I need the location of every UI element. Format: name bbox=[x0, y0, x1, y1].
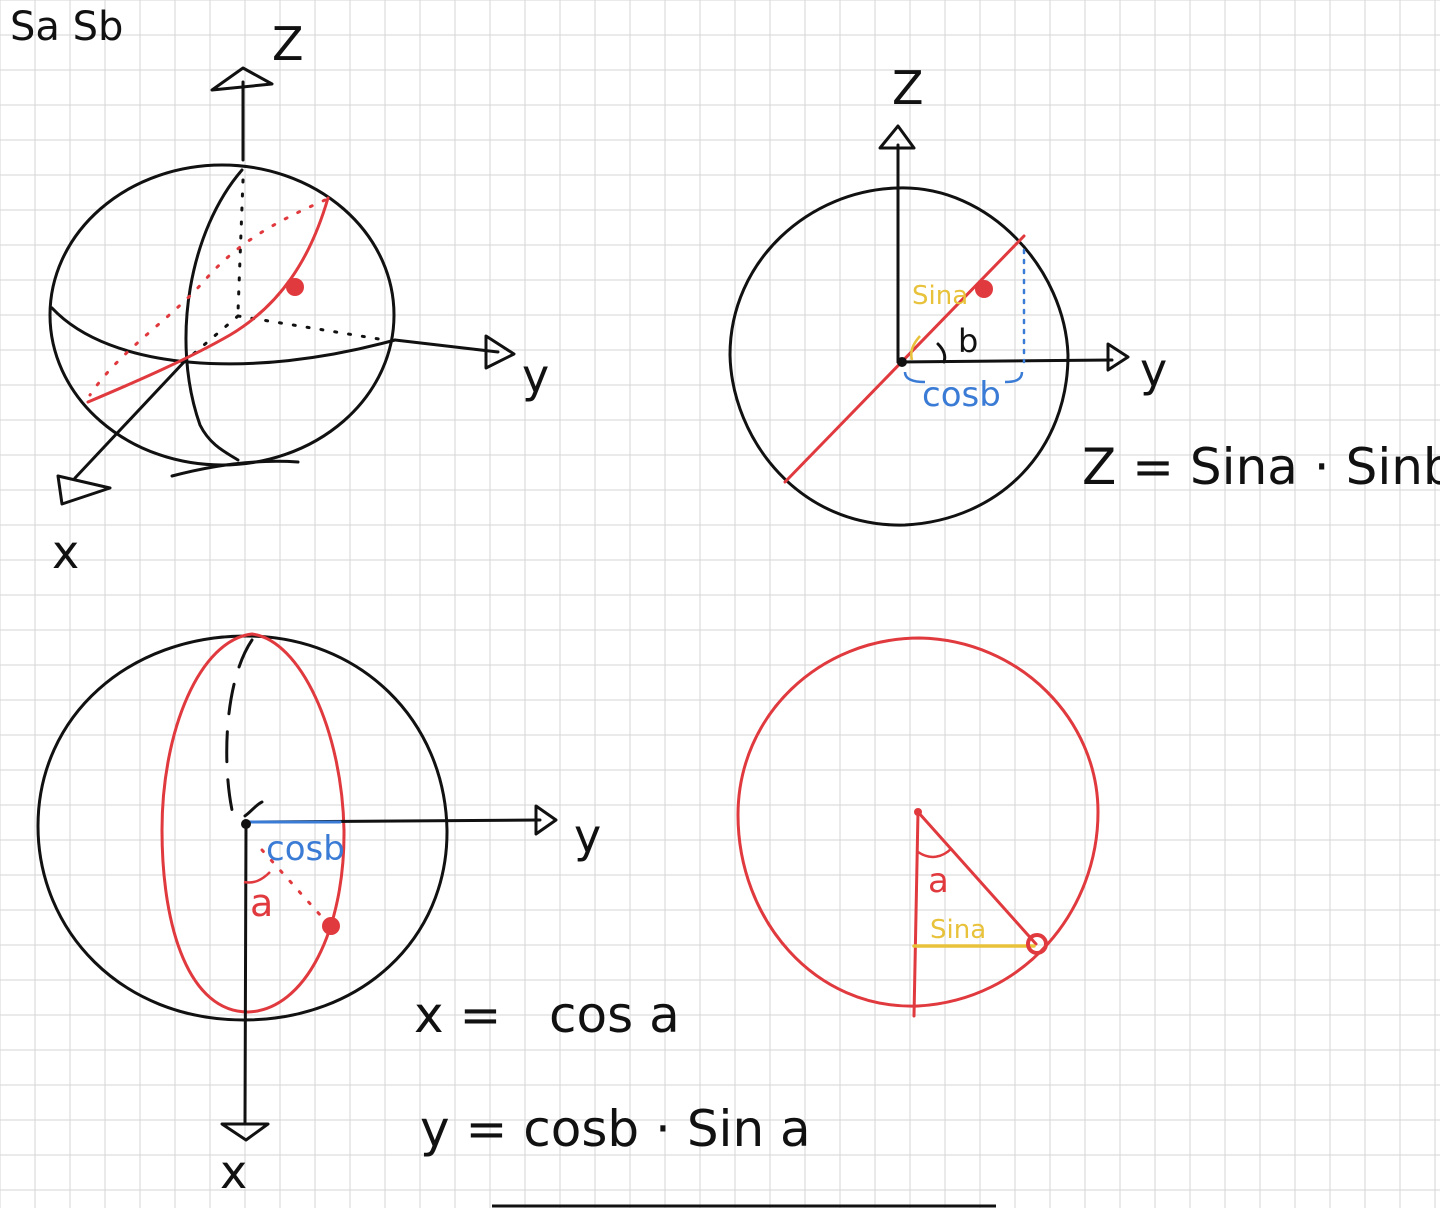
panel-circle-angle: a Sina bbox=[736, 636, 1100, 1018]
angle-b-arc bbox=[936, 342, 947, 364]
origin-dot bbox=[241, 819, 251, 829]
equation-y: y = cosb · Sin a bbox=[420, 1100, 811, 1158]
label-cos: cosb bbox=[922, 375, 1001, 415]
circle-outline bbox=[728, 186, 1070, 527]
point-on-sphere bbox=[286, 278, 304, 296]
red-great-circle bbox=[160, 632, 346, 1014]
y-arrowhead-icon bbox=[1106, 342, 1130, 372]
angle-a-arc bbox=[243, 871, 271, 884]
red-circle bbox=[736, 636, 1100, 1008]
x-axis bbox=[243, 820, 248, 1124]
z-arrowhead-icon bbox=[878, 124, 916, 150]
meridian-curve bbox=[184, 168, 244, 462]
point-on-circle bbox=[322, 917, 340, 935]
axis-y-label: y bbox=[1140, 343, 1167, 397]
yellow-angle-arc bbox=[910, 335, 921, 361]
axis-x-label: x bbox=[52, 525, 79, 579]
panel-zy-section: Sina b cosb Z y Z = Sina · Sinb bbox=[728, 61, 1440, 527]
point-on-circle bbox=[975, 280, 993, 298]
y-arrowhead-icon bbox=[484, 334, 516, 370]
label-a: a bbox=[250, 881, 273, 925]
panel-xy-view: cosb a y x x = cos a y = cosb · Sin a bbox=[36, 632, 811, 1199]
hidden-z-axis bbox=[236, 178, 245, 314]
x-axis bbox=[73, 360, 186, 480]
y-axis bbox=[393, 338, 500, 354]
x-arrowhead-icon bbox=[56, 474, 112, 506]
y-arrowhead-icon bbox=[534, 804, 558, 836]
top-left-fragment: Sa Sb bbox=[10, 4, 123, 50]
equator-ellipse bbox=[50, 306, 397, 366]
blue-cos-brace bbox=[903, 371, 1024, 384]
axis-x-label: x bbox=[220, 1145, 247, 1199]
origin-dot bbox=[897, 357, 907, 367]
equation-x: x = cos a bbox=[414, 986, 680, 1044]
equation-z: Z = Sina · Sinb bbox=[1082, 438, 1440, 496]
z-arrowhead-icon bbox=[210, 66, 274, 92]
label-cos: cosb bbox=[266, 829, 345, 869]
angle-a-arc bbox=[917, 847, 953, 859]
label-b: b bbox=[958, 322, 978, 360]
axis-y-label: y bbox=[522, 349, 549, 403]
slanted-radius bbox=[916, 810, 1038, 946]
hidden-y-axis bbox=[236, 314, 387, 342]
x-arrowhead-icon bbox=[220, 1122, 270, 1142]
hidden-red-arc-back bbox=[88, 198, 327, 397]
panel-3d-sphere: Z y x bbox=[48, 17, 549, 579]
hidden-arc bbox=[225, 638, 264, 820]
label-a: a bbox=[928, 861, 949, 901]
axis-z-label: Z bbox=[272, 17, 304, 71]
red-dotted-radius bbox=[260, 848, 332, 928]
axis-z-label: Z bbox=[892, 61, 924, 115]
axis-y-label: y bbox=[574, 809, 601, 863]
vertical-radius bbox=[912, 810, 920, 1018]
label-sin: Sina bbox=[930, 915, 986, 945]
point-on-circle bbox=[1026, 933, 1048, 955]
label-sin: Sina bbox=[912, 281, 968, 311]
circle-outline bbox=[36, 634, 449, 1022]
sphere-bottom-stroke bbox=[170, 459, 300, 478]
center-dot bbox=[914, 808, 922, 816]
red-great-circle-front bbox=[86, 196, 330, 404]
y-axis bbox=[896, 358, 1114, 364]
